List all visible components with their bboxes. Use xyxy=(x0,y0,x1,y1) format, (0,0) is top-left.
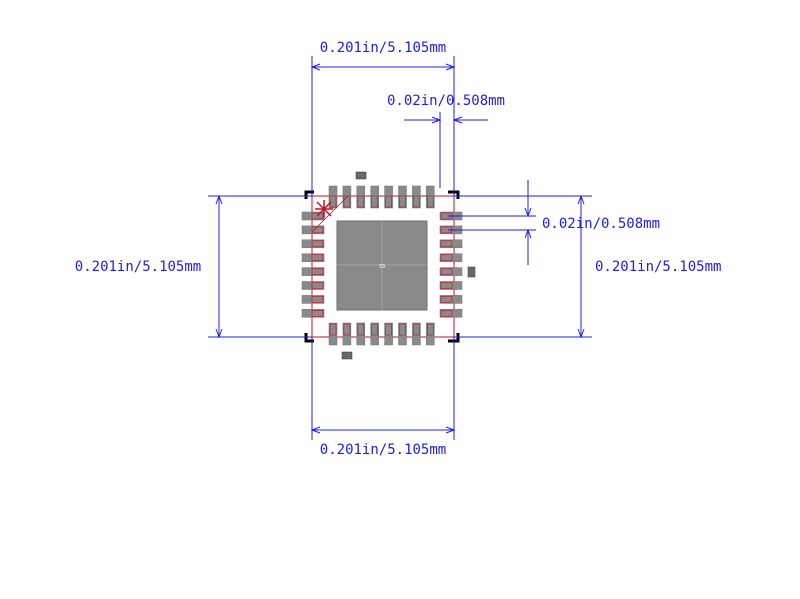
pad-keepout xyxy=(385,323,392,336)
thermal-pad-label: 33 xyxy=(379,264,385,270)
pad-keepout xyxy=(311,254,324,261)
pad-bottom xyxy=(412,322,421,346)
pad-left xyxy=(301,253,325,262)
pad-keepout xyxy=(343,195,351,208)
pad-bottom xyxy=(426,322,435,346)
pad-keepout xyxy=(399,195,406,208)
pad-left xyxy=(301,309,325,318)
pad-bottom xyxy=(342,322,352,346)
pad-top xyxy=(384,185,393,209)
pad-keepout xyxy=(343,323,351,336)
pad-left xyxy=(301,239,325,249)
pad-keepout xyxy=(440,296,453,303)
corner-marks xyxy=(304,190,460,343)
pad-bottom xyxy=(356,322,366,346)
pad-keepout xyxy=(311,212,324,220)
pad-keepout xyxy=(371,195,379,208)
pad-bottom xyxy=(398,322,407,346)
dim-top-pitch-label: 0.02in/0.508mm xyxy=(387,93,505,109)
pad-keepout xyxy=(371,323,379,336)
pad-keepout xyxy=(329,195,337,208)
left-pad-column xyxy=(301,211,325,318)
pad-left xyxy=(301,267,325,276)
pad-bottom xyxy=(328,322,338,346)
pad-keepout xyxy=(385,195,392,208)
pad-top xyxy=(370,185,379,209)
pad-left xyxy=(301,281,325,290)
dim-right-pitch-label: 0.02in/0.508mm xyxy=(542,216,660,232)
pad-top xyxy=(398,185,407,209)
pad-keepout xyxy=(426,195,434,208)
pad-keepout xyxy=(311,296,324,303)
dimension-lines xyxy=(208,56,592,440)
passive-pad-top xyxy=(355,171,367,180)
pad-top xyxy=(412,185,421,209)
pad-keepout xyxy=(440,282,453,289)
pad-keepout xyxy=(357,323,365,336)
thermal-pad: 33 xyxy=(336,220,428,311)
pad-keepout xyxy=(329,323,337,336)
pad-keepout xyxy=(440,268,453,275)
pad-keepout xyxy=(311,309,324,317)
passive-pad-right xyxy=(467,266,476,278)
pad-right xyxy=(439,239,463,249)
pad-right xyxy=(439,281,463,290)
pad-keepout xyxy=(311,240,324,248)
passive-pad-bottom xyxy=(341,351,353,360)
pad-right xyxy=(439,267,463,276)
pin1-marker xyxy=(315,200,333,218)
top-pad-row xyxy=(328,185,435,209)
pad-keepout xyxy=(357,195,365,208)
pad-bottom xyxy=(384,322,393,346)
pad-keepout xyxy=(311,282,324,289)
pad-keepout xyxy=(440,309,453,317)
pad-keepout xyxy=(440,240,453,248)
pad-keepout xyxy=(399,323,406,336)
pad-top xyxy=(426,185,435,209)
pad-keepout xyxy=(440,254,453,261)
pad-right xyxy=(439,253,463,262)
bottom-pad-row xyxy=(328,322,435,346)
dim-bottom-width-label: 0.201in/5.105mm xyxy=(320,442,446,458)
pad-right xyxy=(439,309,463,318)
pad-top xyxy=(356,185,366,209)
dim-right-height-label: 0.201in/5.105mm xyxy=(595,259,721,275)
pad-keepout xyxy=(413,195,420,208)
pad-right xyxy=(439,295,463,304)
pad-bottom xyxy=(370,322,379,346)
pad-keepout xyxy=(311,268,324,275)
pad-left xyxy=(301,225,325,235)
package-outline xyxy=(311,195,455,338)
dim-top-width-label: 0.201in/5.105mm xyxy=(320,40,446,56)
pad-keepout xyxy=(426,323,434,336)
right-pad-column xyxy=(439,211,463,318)
pad-top xyxy=(328,185,338,209)
pin1-leader xyxy=(311,195,349,233)
dim-left-height-label: 0.201in/5.105mm xyxy=(75,259,201,275)
pad-keepout xyxy=(413,323,420,336)
pad-left xyxy=(301,295,325,304)
